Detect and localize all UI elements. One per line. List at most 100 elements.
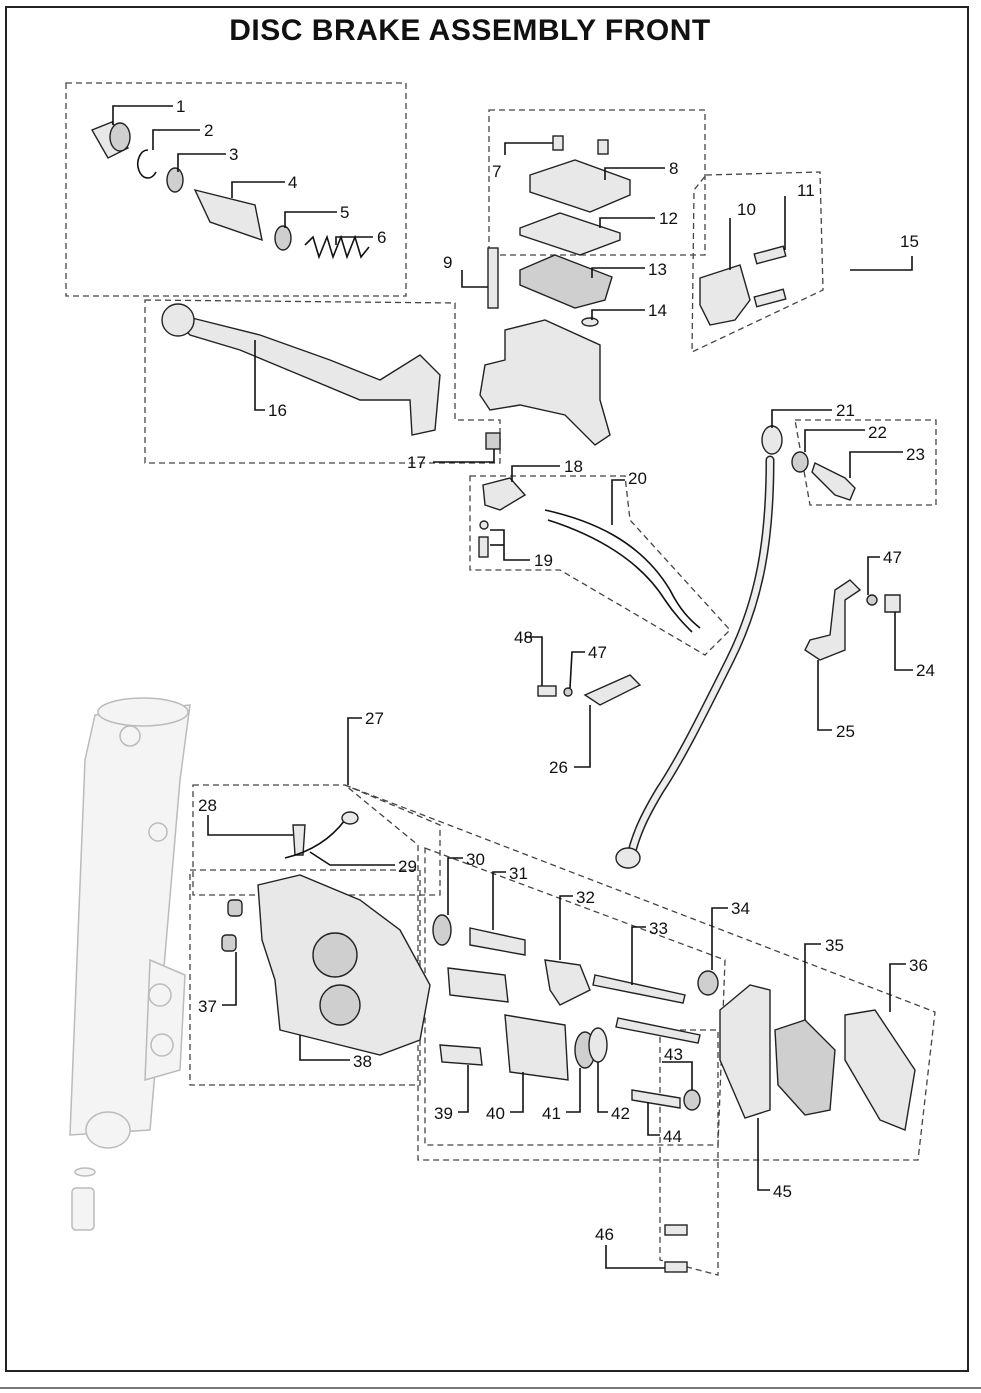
leader-16	[254, 340, 265, 411]
sealing-washer	[791, 451, 809, 473]
caliper-bracket	[719, 984, 771, 1119]
label-22: 22	[868, 423, 887, 442]
leader-36	[889, 963, 906, 1012]
label-26: 26	[549, 758, 568, 777]
leader-39	[458, 1065, 469, 1113]
leader-9	[461, 270, 488, 288]
bracket-bolt-outline	[659, 1029, 719, 1276]
brake-pad-b	[844, 1009, 916, 1131]
clip-bolt	[537, 685, 557, 697]
leader-31	[492, 871, 506, 930]
cap-plate	[519, 212, 621, 256]
label-48: 48	[514, 628, 533, 647]
banjo-bolt	[811, 462, 856, 501]
bracket-mount-bolt-a	[664, 1224, 688, 1236]
label-1: 1	[176, 97, 185, 116]
label-45: 45	[773, 1182, 792, 1201]
clip-washer	[563, 687, 573, 697]
label-14: 14	[648, 301, 667, 320]
bottom-rule	[0, 1387, 981, 1389]
primary-cup	[166, 167, 184, 193]
handlebar-clamp	[699, 264, 751, 326]
switch-washer	[479, 520, 489, 530]
piston-a	[447, 967, 509, 1003]
leader-15	[850, 256, 913, 271]
pivot-nut	[485, 432, 501, 450]
leader-2	[152, 129, 200, 150]
label-12: 12	[659, 209, 678, 228]
leader-47-top	[867, 556, 880, 595]
label-15: 15	[900, 232, 919, 251]
leader-1	[112, 105, 173, 125]
pivot-bolt	[487, 247, 499, 309]
label-44: 44	[663, 1127, 682, 1146]
label-47-mid: 47	[588, 643, 607, 662]
caliper-body-outline	[189, 869, 421, 1086]
leader-28	[207, 815, 293, 836]
piston-b	[504, 1014, 569, 1081]
label-3: 3	[229, 145, 238, 164]
bleed-washer	[683, 1089, 701, 1111]
bracket-bolt	[631, 1089, 681, 1109]
switch-wire	[544, 509, 701, 629]
label-32: 32	[576, 888, 595, 907]
leader-21	[771, 409, 832, 428]
fork-leg	[69, 697, 191, 1231]
label-9: 9	[443, 253, 452, 272]
banjo-bolt-outline	[794, 419, 937, 506]
label-6: 6	[377, 228, 386, 247]
label-30: 30	[466, 850, 485, 869]
label-10: 10	[737, 200, 756, 219]
leader-8	[604, 167, 665, 180]
label-2: 2	[204, 121, 213, 140]
label-27: 27	[365, 709, 384, 728]
leader-13	[591, 267, 645, 278]
leader-17	[433, 449, 495, 463]
label-7: 7	[492, 162, 501, 181]
master-cylinder-body	[479, 319, 611, 446]
label-38: 38	[353, 1052, 372, 1071]
label-25: 25	[836, 722, 855, 741]
label-18: 18	[564, 457, 583, 476]
label-31: 31	[509, 864, 528, 883]
bracket-boot	[697, 970, 719, 996]
pad-spring	[544, 959, 591, 1006]
master-cylinder-piston-kit-outline	[65, 82, 407, 297]
label-35: 35	[825, 936, 844, 955]
lever-ball-end	[161, 303, 195, 337]
leader-33	[631, 926, 646, 985]
return-spring	[304, 234, 370, 260]
bleeder-cap	[341, 811, 359, 825]
caliper-bore-a	[312, 932, 358, 978]
switch-screw	[478, 536, 489, 558]
dust-seal	[588, 1027, 608, 1063]
lower-banjo-fitting	[615, 847, 641, 869]
leader-37	[222, 952, 237, 1006]
label-29: 29	[398, 857, 417, 876]
group-outlines	[65, 82, 937, 1276]
hose-guide	[804, 579, 862, 661]
circlip	[137, 149, 157, 179]
leader-4	[231, 181, 285, 198]
float-protector	[581, 317, 599, 327]
leader-24	[894, 612, 913, 671]
leader-lines	[112, 105, 913, 1269]
brake-lever	[165, 310, 441, 436]
label-40: 40	[486, 1104, 505, 1123]
label-19: 19	[534, 551, 553, 570]
bracket-pin	[439, 1044, 483, 1066]
pad-pin-a	[592, 974, 686, 1004]
callout-labels: 1 2 3 4 5 6 7 8 9 10 11 12 13 14 15 16 1…	[176, 97, 935, 1244]
slide-pin	[469, 927, 526, 956]
leader-27	[347, 717, 362, 785]
leader-12	[599, 217, 655, 228]
brake-hose-highlight	[627, 457, 773, 863]
label-33: 33	[649, 919, 668, 938]
leader-34	[711, 907, 728, 970]
leader-44	[647, 1102, 660, 1136]
leader-48	[525, 636, 543, 686]
leader-23	[849, 451, 903, 478]
leader-14	[591, 309, 645, 320]
label-36: 36	[909, 956, 928, 975]
